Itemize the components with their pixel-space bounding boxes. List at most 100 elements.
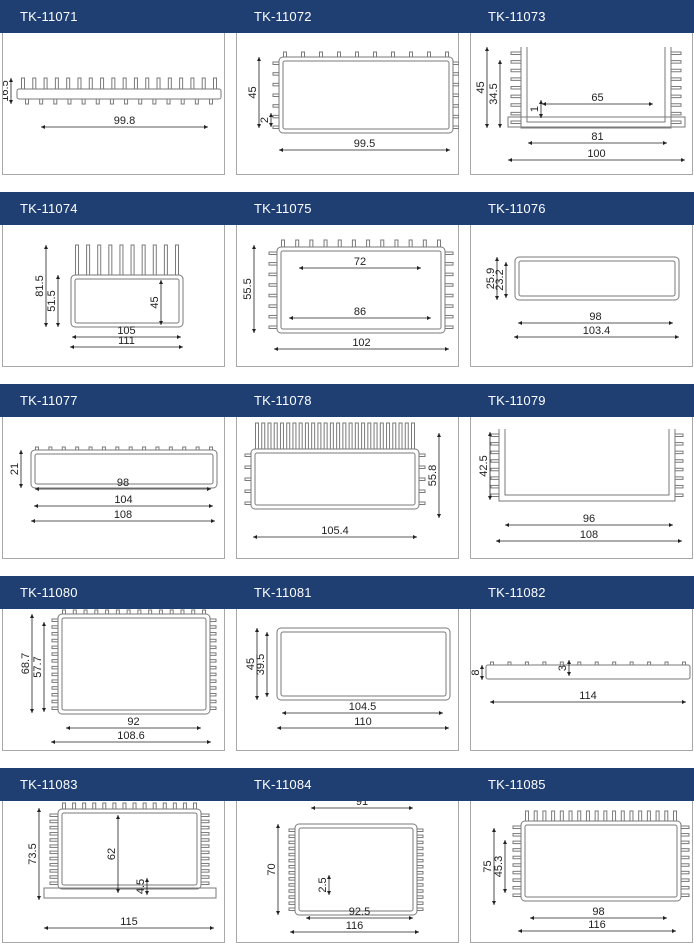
fin	[115, 446, 120, 451]
fin	[490, 476, 500, 480]
dimension-label: 45	[149, 296, 161, 308]
fin	[512, 863, 522, 867]
dimension-label: 8	[471, 669, 482, 675]
fin	[288, 895, 296, 899]
fin	[145, 77, 150, 90]
fin	[288, 889, 296, 893]
fin	[354, 422, 359, 450]
fin	[94, 609, 99, 615]
fin	[138, 98, 143, 105]
dimension-label: 55.8	[427, 465, 439, 486]
fin	[542, 661, 547, 666]
fin	[510, 111, 522, 116]
fin	[21, 77, 25, 90]
fin	[612, 661, 617, 666]
fin	[122, 77, 127, 90]
fin	[112, 802, 117, 810]
dimension: 8	[471, 665, 484, 680]
fin	[404, 422, 409, 450]
fin	[194, 98, 199, 105]
fin	[510, 77, 522, 81]
fin	[444, 283, 454, 287]
dimension-label: 51.5	[46, 290, 58, 311]
fin	[525, 810, 529, 822]
fin	[48, 446, 53, 451]
fin	[444, 325, 454, 329]
fin	[67, 98, 72, 105]
dimension-label: 92.5	[349, 906, 370, 918]
fin	[445, 51, 449, 58]
fin	[674, 450, 684, 455]
fin	[510, 120, 522, 124]
fin	[288, 864, 296, 869]
dimension: 81.5	[34, 245, 48, 327]
dimension: 1	[529, 100, 543, 118]
product-code: TK-11084	[254, 777, 312, 792]
dimension: 104.5	[282, 701, 443, 715]
dimension: 103.4	[514, 325, 679, 339]
fin	[209, 618, 217, 622]
fin	[288, 901, 296, 905]
fin	[391, 51, 395, 58]
fin	[512, 855, 522, 860]
fin	[568, 810, 573, 822]
fin	[670, 94, 682, 99]
fin	[268, 325, 278, 329]
fin	[100, 77, 105, 90]
dimension-label: 108	[114, 509, 132, 521]
dimension-label: 111	[118, 335, 135, 347]
fin	[166, 98, 171, 105]
fin	[195, 446, 200, 451]
fin	[533, 810, 538, 822]
fin	[209, 98, 213, 105]
dimension: 42.5	[478, 432, 492, 500]
dimension-label: 108.6	[117, 730, 145, 742]
fin	[115, 609, 120, 615]
fin	[133, 77, 138, 90]
fin	[373, 51, 377, 58]
fin	[213, 77, 217, 90]
fin	[680, 870, 690, 875]
fin	[209, 686, 217, 690]
fin	[670, 86, 682, 90]
fin	[510, 60, 522, 64]
fin	[201, 77, 206, 90]
fin	[288, 877, 296, 881]
fin	[119, 244, 124, 276]
fin	[670, 120, 682, 124]
dimension: 92.5	[306, 906, 413, 920]
dimension-label: 114	[579, 690, 597, 702]
fin	[51, 659, 59, 663]
fin	[416, 840, 424, 845]
fin	[366, 239, 371, 248]
fin	[244, 453, 252, 457]
dimension-label: 23.2	[494, 269, 506, 290]
fin	[268, 262, 278, 266]
fin	[373, 422, 378, 450]
fin	[200, 850, 210, 855]
fin	[51, 652, 59, 656]
fin	[577, 810, 582, 822]
fin	[179, 77, 184, 90]
dimension: 104	[34, 494, 213, 508]
dimension: 23.2	[494, 262, 508, 298]
dimension-label: 102	[352, 337, 370, 349]
fin	[551, 810, 556, 822]
fin	[510, 103, 522, 107]
dimension: 16.5	[3, 78, 13, 104]
fin	[209, 672, 217, 677]
fin	[209, 706, 217, 710]
fin	[51, 699, 59, 704]
